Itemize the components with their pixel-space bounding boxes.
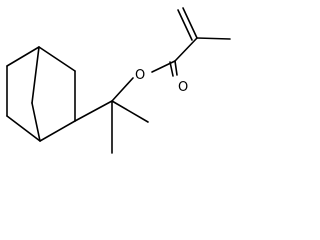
bond bbox=[151, 60, 176, 73]
bond bbox=[111, 100, 149, 123]
bond bbox=[177, 9, 193, 41]
bond bbox=[74, 100, 113, 122]
bond bbox=[31, 46, 40, 104]
bond bbox=[111, 77, 134, 102]
bond bbox=[6, 115, 41, 142]
bond bbox=[169, 61, 174, 77]
bond bbox=[6, 46, 40, 67]
isopropyl-linker bbox=[111, 77, 149, 154]
methacrylate-group bbox=[151, 7, 231, 77]
ester-oxygen-label: O bbox=[135, 68, 145, 83]
bond bbox=[174, 60, 178, 76]
bond bbox=[196, 37, 231, 40]
carbonyl-oxygen-label: O bbox=[178, 80, 188, 95]
structure-diagram: O O bbox=[6, 7, 231, 154]
bond bbox=[39, 120, 76, 142]
adamantane-cage bbox=[6, 46, 113, 142]
bond bbox=[31, 102, 41, 142]
bond bbox=[182, 7, 198, 39]
bond bbox=[174, 37, 198, 62]
bond bbox=[38, 46, 76, 72]
